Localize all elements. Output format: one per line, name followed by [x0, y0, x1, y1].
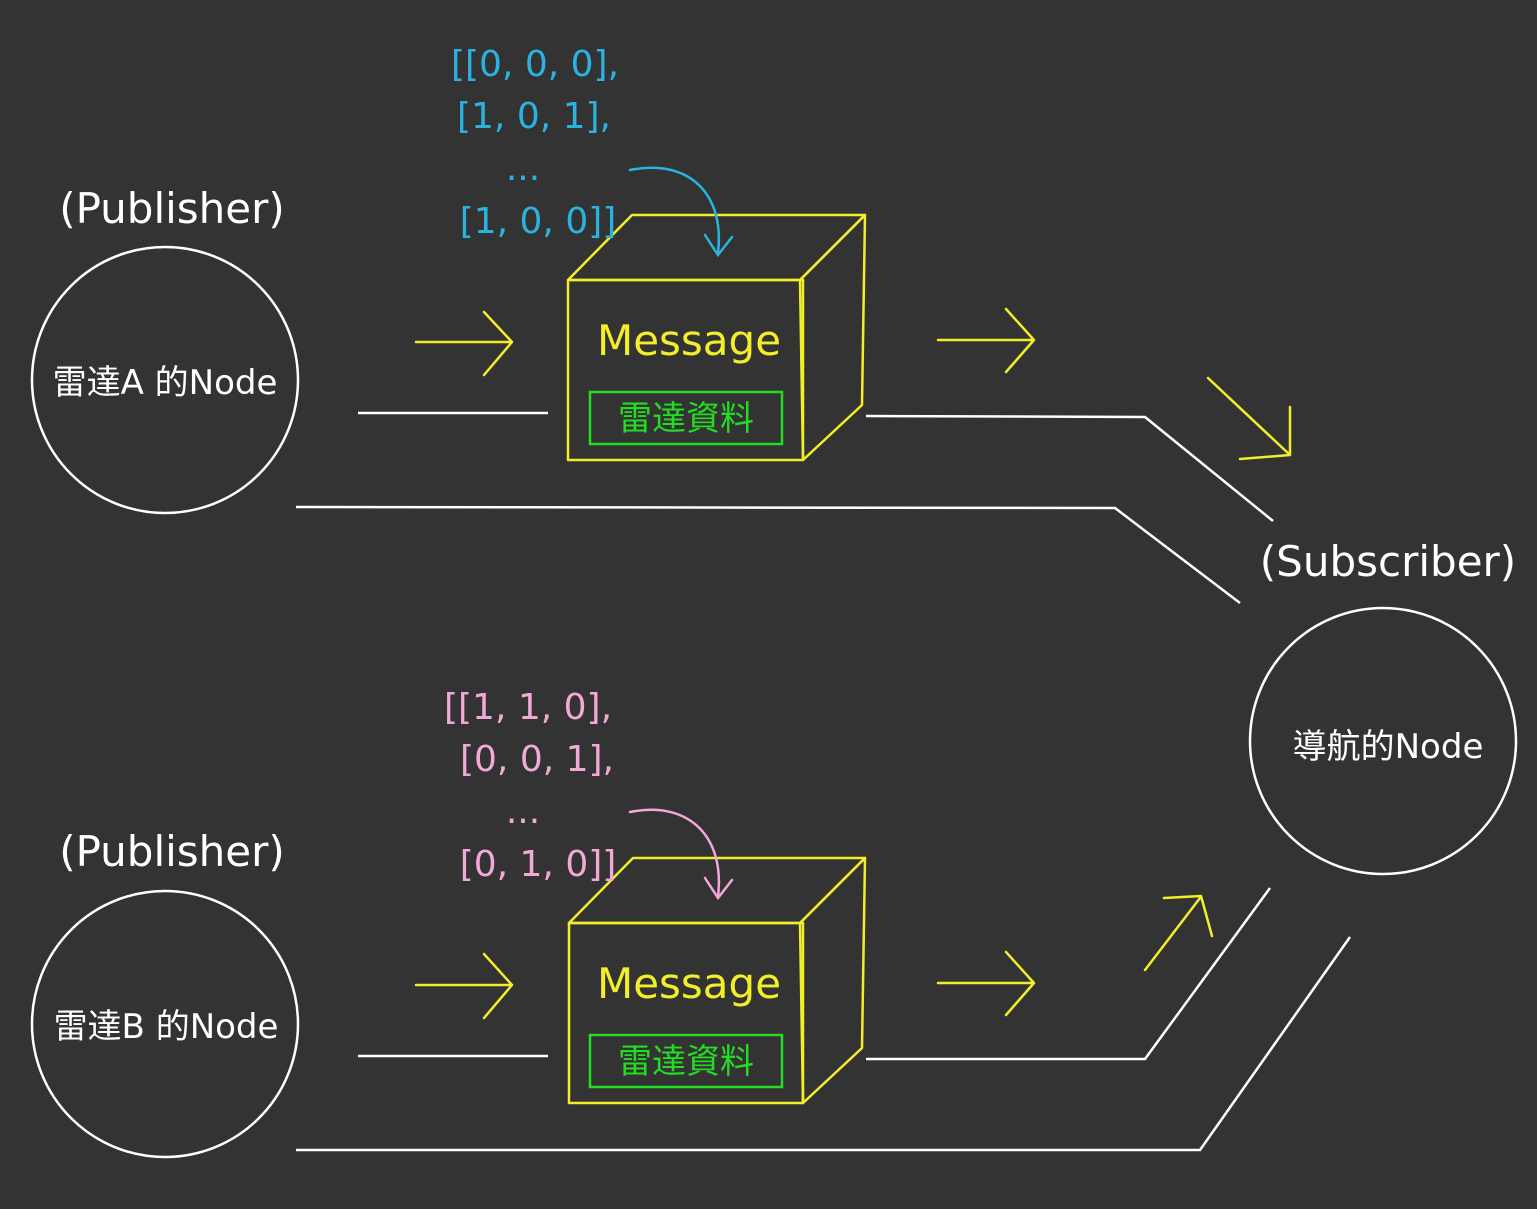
message-b-array-text: [[1, 1, 0], [0, 0, 1], ... [0, 1, 0]] [444, 687, 616, 885]
flow-arrow-b-right [936, 950, 1036, 1017]
publisher-a: (Publisher) 雷達A 的Node [30, 184, 300, 515]
array-a-line-2: [1, 0, 1], [457, 96, 611, 137]
array-b-line-3: ... [506, 791, 540, 832]
pipe-b-upper-right-line [866, 887, 1272, 1061]
flow-arrow-a-left [414, 310, 514, 377]
cube-a-front-face [566, 278, 805, 462]
cube-b-side-face [798, 856, 867, 1105]
message-a-array-text: [[0, 0, 0], [1, 0, 1], ... [1, 0, 0]] [451, 44, 619, 242]
array-b-line-2: [0, 0, 1], [460, 739, 614, 780]
publisher-b: (Publisher) 雷達B 的Node [30, 827, 300, 1159]
pipe-a-lower-line [295, 505, 1241, 604]
array-a-line-1: [[0, 0, 0], [451, 44, 619, 85]
message-b-payload-label: 雷達資料 [618, 1042, 754, 1082]
cube-a-side-face [798, 213, 867, 462]
subscriber-role-label: (Subscriber) [1260, 537, 1516, 586]
array-a-line-4: [1, 0, 0]] [460, 201, 617, 242]
array-a-curved-arrow [628, 166, 734, 258]
array-a-line-3: ... [506, 148, 540, 189]
flow-arrow-a-right [936, 307, 1036, 374]
array-b-line-1: [[1, 1, 0], [444, 687, 612, 728]
flow-arrow-a-diagonal [1206, 376, 1292, 461]
message-cube-a: Message 雷達資料 [566, 213, 867, 462]
pipe-a-upper-right-line [865, 414, 1274, 522]
publisher-b-node-label: 雷達B 的Node [54, 1007, 279, 1047]
cube-b-front-face [567, 921, 805, 1105]
subscriber-node-label: 導航的Node [1293, 727, 1484, 767]
subscriber-node-circle [1248, 606, 1518, 876]
message-a-payload-label: 雷達資料 [618, 399, 754, 439]
publisher-a-node-circle [30, 245, 300, 515]
publisher-b-node-circle [30, 889, 300, 1159]
array-b-curved-arrow [628, 808, 734, 901]
subscriber: (Subscriber) 導航的Node [1248, 537, 1518, 876]
array-b-line-4: [0, 1, 0]] [460, 844, 617, 885]
message-b-payload-box [588, 1033, 784, 1089]
message-b-title: Message [597, 959, 781, 1008]
topic-pipe-b [296, 887, 1352, 1152]
pipe-b-lower-line [296, 936, 1352, 1152]
message-a-payload-box [588, 390, 784, 446]
message-cube-b: Message 雷達資料 [567, 856, 867, 1105]
flow-arrow-b-diagonal [1143, 894, 1214, 972]
publisher-b-role-label: (Publisher) [59, 827, 285, 876]
publisher-a-node-label: 雷達A 的Node [53, 363, 278, 403]
message-a-title: Message [597, 316, 781, 365]
publisher-a-role-label: (Publisher) [59, 184, 285, 233]
flow-arrow-b-left [414, 952, 514, 1020]
topic-pipe-a [295, 411, 1274, 604]
